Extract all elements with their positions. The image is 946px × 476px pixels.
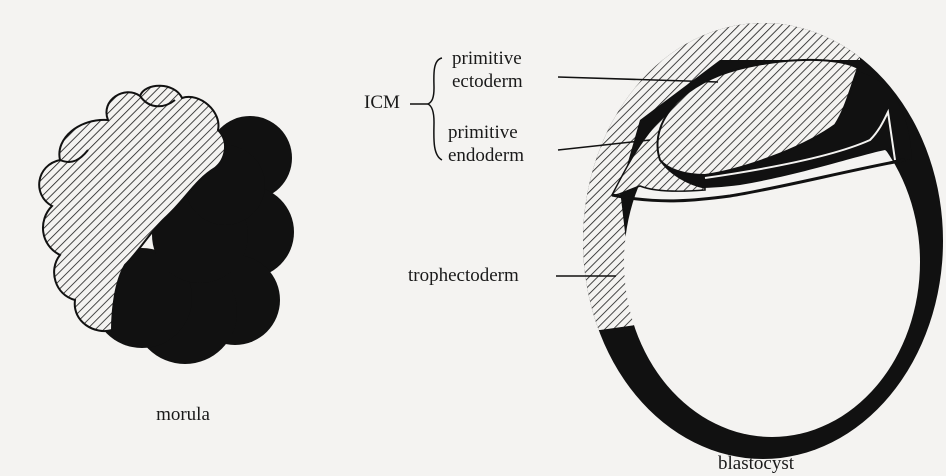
primitive-endoderm-label-line2: endoderm <box>448 145 524 166</box>
primitive-endoderm-label-line1: primitive <box>448 122 518 143</box>
blastocyst-figure: ICM primitive ectoderm primitive endoder… <box>364 20 943 474</box>
blastocyst-label: blastocyst <box>718 453 795 474</box>
morula-label: morula <box>156 404 210 425</box>
icm-brace <box>428 58 442 160</box>
morula-figure: morula <box>39 86 294 425</box>
primitive-ectoderm-label-line1: primitive <box>452 48 522 69</box>
primitive-ectoderm-label-line2: ectoderm <box>452 71 523 92</box>
trophectoderm-label: trophectoderm <box>408 265 519 286</box>
icm-label: ICM <box>364 92 400 113</box>
